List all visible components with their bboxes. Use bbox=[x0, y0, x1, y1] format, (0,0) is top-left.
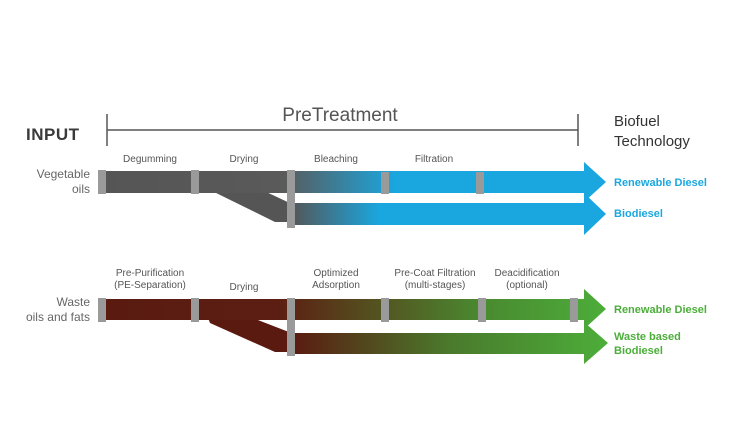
pretreatment-heading: PreTreatment bbox=[282, 105, 398, 126]
vegetable-oils-label: Vegetable oils bbox=[36, 167, 90, 196]
joint bbox=[98, 298, 106, 322]
step-deacidification: Deacidification (optional) bbox=[494, 268, 560, 291]
waste-biodiesel-arrow bbox=[292, 322, 608, 364]
joint bbox=[287, 298, 295, 356]
joint bbox=[570, 298, 578, 322]
waste-oils-label: Waste oils and fats bbox=[25, 295, 90, 324]
joint bbox=[191, 170, 199, 194]
output-waste-renewable-diesel: Renewable Diesel bbox=[614, 304, 707, 316]
step-pre-purification: Pre-Purification (PE-Separation) bbox=[114, 268, 186, 291]
vegetable-flow bbox=[98, 162, 606, 235]
biofuel-technology-heading: Biofuel Technology bbox=[614, 113, 690, 150]
step-filtration: Filtration bbox=[414, 154, 454, 165]
joint bbox=[98, 170, 106, 194]
output-biodiesel: Biodiesel bbox=[614, 208, 663, 220]
joint bbox=[381, 298, 389, 322]
input-heading: INPUT bbox=[26, 125, 80, 144]
joint bbox=[476, 172, 484, 194]
step-optimized-adsorption: Optimized Adsorption bbox=[312, 268, 360, 291]
step-degumming: Degumming bbox=[123, 154, 177, 165]
joint bbox=[381, 172, 389, 194]
pretreatment-bracket bbox=[106, 114, 579, 146]
waste-renewable-arrow bbox=[100, 289, 606, 329]
output-renewable-diesel: Renewable Diesel bbox=[614, 177, 707, 189]
joint bbox=[478, 298, 486, 322]
vegetable-biodiesel-arrow bbox=[292, 193, 606, 235]
waste-branch-pipe bbox=[205, 310, 294, 352]
step-pre-coat-filtration: Pre-Coat Filtration (multi-stages) bbox=[394, 268, 476, 291]
output-waste-based-biodiesel: Waste based Biodiesel bbox=[614, 331, 681, 357]
waste-flow bbox=[98, 289, 608, 364]
joint bbox=[191, 298, 199, 322]
step-bleaching: Bleaching bbox=[314, 154, 358, 165]
vegetable-renewable-arrow bbox=[100, 162, 606, 202]
joint bbox=[287, 170, 295, 228]
step-drying-waste: Drying bbox=[229, 282, 259, 293]
step-drying: Drying bbox=[229, 154, 259, 165]
